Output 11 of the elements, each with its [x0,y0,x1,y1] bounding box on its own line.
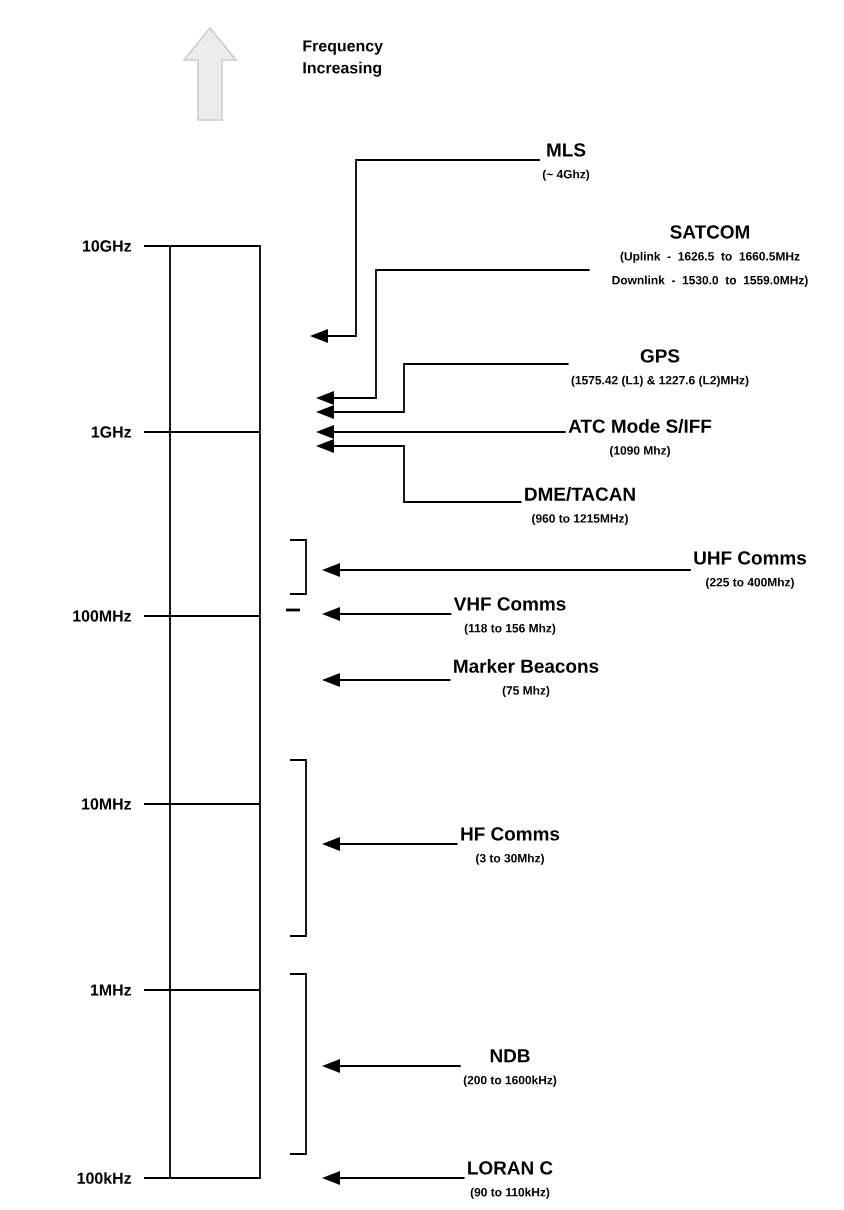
arrow [322,673,452,687]
arrow [316,363,570,419]
arrow [322,1059,462,1073]
arrow [316,425,567,439]
arrow [322,837,459,851]
arrow [322,563,692,577]
arrow [322,1171,466,1185]
arrow [316,439,523,503]
arrow [322,607,453,621]
arrow [310,159,541,343]
arrow [316,269,591,405]
